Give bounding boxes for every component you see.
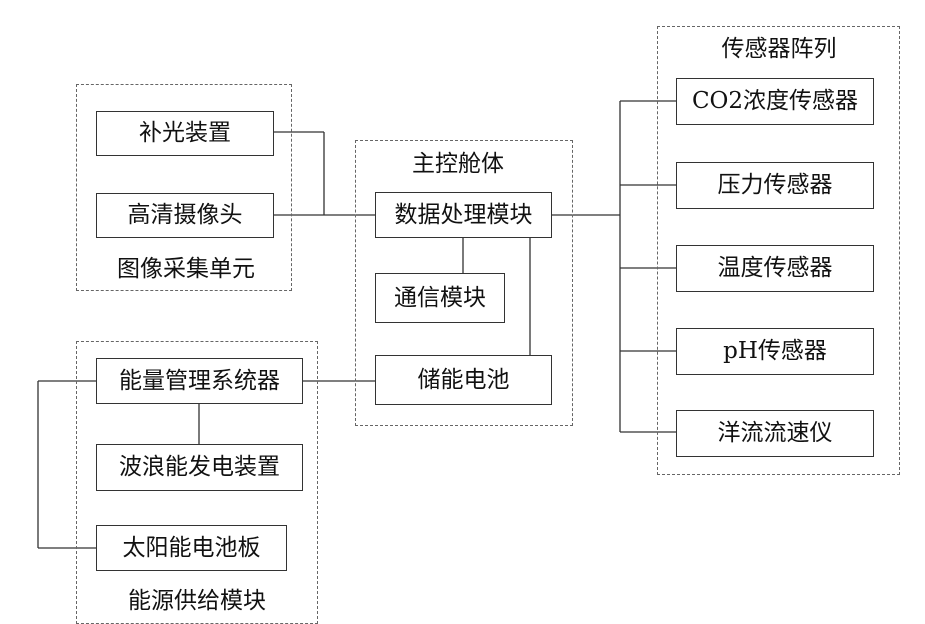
co2-sensor-box: CO2浓度传感器 — [676, 78, 874, 125]
data-processing-box: 数据处理模块 — [375, 192, 552, 238]
temperature-sensor-box: 温度传感器 — [676, 245, 874, 292]
wave-generator-label: 波浪能发电装置 — [119, 456, 280, 479]
current-meter-box: 洋流流速仪 — [676, 410, 874, 457]
co2-sensor-label: CO2浓度传感器 — [692, 90, 858, 113]
communication-box: 通信模块 — [375, 273, 505, 323]
data-processing-label: 数据处理模块 — [395, 204, 533, 227]
wave-generator-box: 波浪能发电装置 — [96, 444, 303, 491]
fill-light-box: 补光装置 — [96, 111, 274, 156]
main-cabin-label: 主控舱体 — [412, 153, 504, 176]
image-unit-label: 图像采集单元 — [117, 258, 255, 281]
solar-panel-box: 太阳能电池板 — [96, 525, 287, 571]
storage-battery-box: 储能电池 — [375, 355, 552, 405]
sensor-array-label: 传感器阵列 — [722, 38, 837, 61]
fill-light-label: 补光装置 — [139, 122, 231, 145]
temperature-sensor-label: 温度传感器 — [718, 257, 833, 280]
hd-camera-box: 高清摄像头 — [96, 193, 274, 238]
ph-sensor-box: pH传感器 — [676, 328, 874, 375]
communication-label: 通信模块 — [394, 287, 486, 310]
pressure-sensor-label: 压力传感器 — [718, 174, 833, 197]
ph-sensor-label: pH传感器 — [723, 340, 827, 363]
current-meter-label: 洋流流速仪 — [718, 422, 833, 445]
hd-camera-label: 高清摄像头 — [128, 204, 243, 227]
energy-module-label: 能源供给模块 — [128, 590, 266, 613]
energy-manager-box: 能量管理系统器 — [96, 358, 303, 404]
storage-battery-label: 储能电池 — [418, 369, 510, 392]
solar-panel-label: 太阳能电池板 — [123, 537, 261, 560]
energy-manager-label: 能量管理系统器 — [119, 370, 280, 393]
pressure-sensor-box: 压力传感器 — [676, 162, 874, 209]
